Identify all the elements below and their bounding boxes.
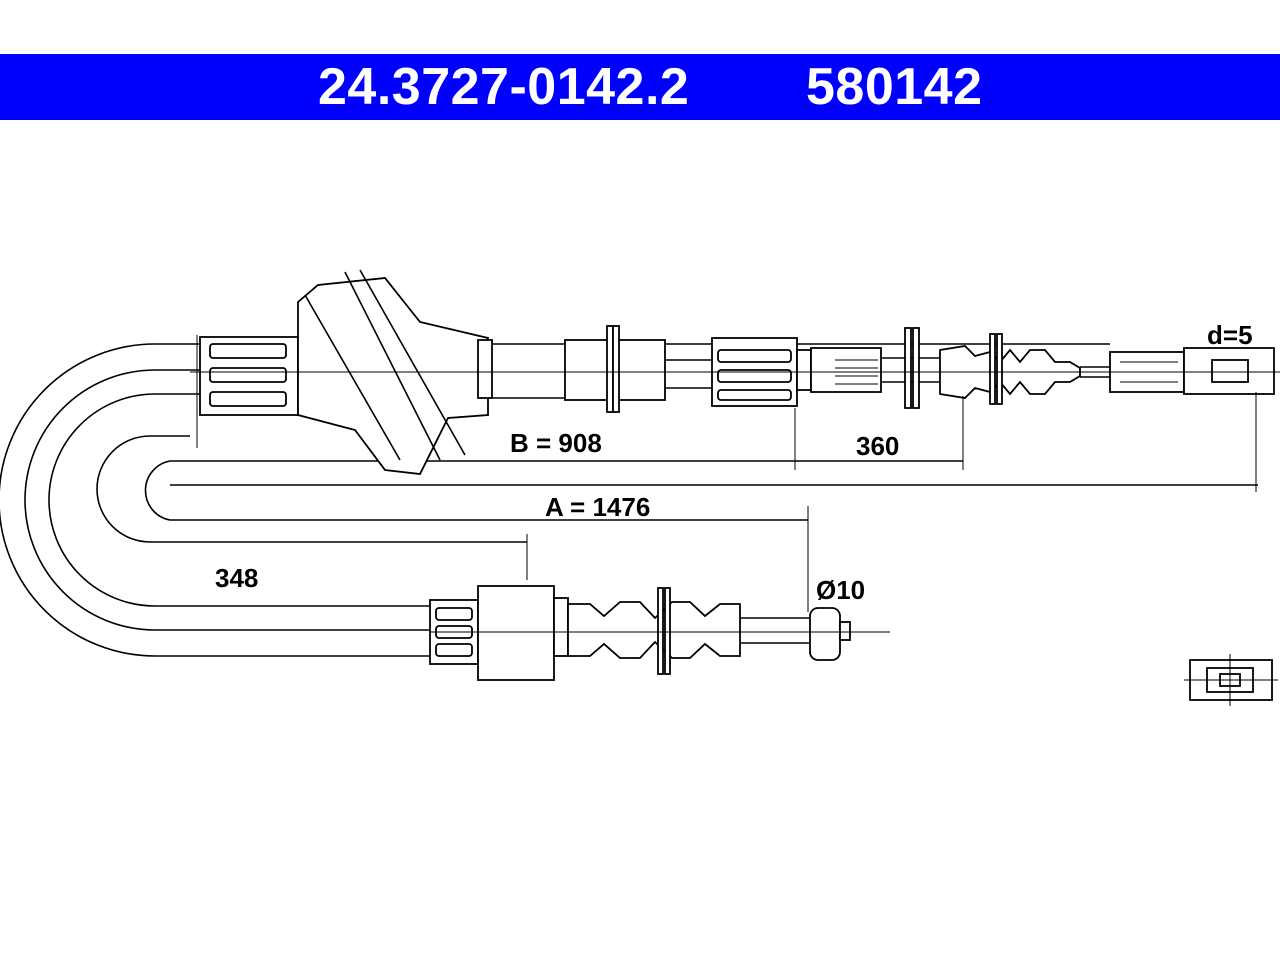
sheath-middle — [24, 369, 430, 631]
dim-360: 360 — [856, 431, 899, 461]
thread-sleeve — [810, 347, 882, 393]
grommet — [297, 277, 489, 475]
dim-348: 348 — [215, 563, 258, 593]
sheath-inner — [48, 393, 430, 607]
dim-diameter: Ø10 — [816, 575, 865, 605]
collar-lower — [477, 585, 555, 681]
dim-d: d=5 — [1207, 320, 1253, 350]
dim-a: A = 1476 — [545, 492, 650, 522]
title-bar: 24.3727-0142.2 580142 — [0, 54, 1280, 120]
nipple-lower — [809, 607, 841, 661]
part-number: 24.3727-0142.2 — [318, 58, 690, 116]
dim-loop-b — [96, 435, 527, 543]
dim-b: B = 908 — [510, 428, 602, 458]
boot-lower — [567, 601, 741, 659]
dim-loop-a — [144, 460, 808, 521]
reference-number: 580142 — [806, 58, 983, 116]
slot — [1211, 359, 1249, 383]
sheath-outer — [0, 343, 430, 657]
